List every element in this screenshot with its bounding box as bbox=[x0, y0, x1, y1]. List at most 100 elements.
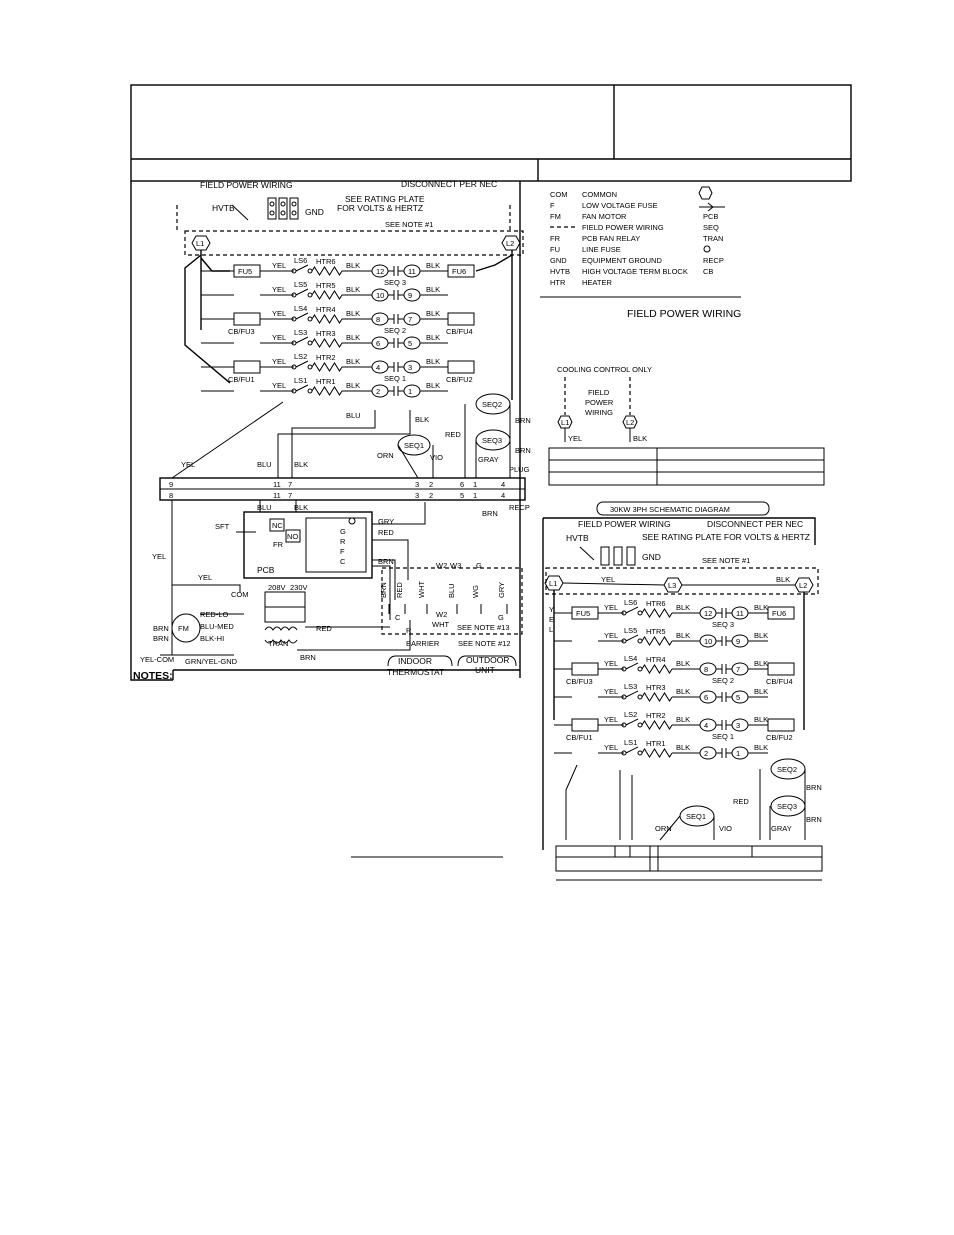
tran-label: TRAN bbox=[268, 639, 288, 648]
right-l2-blk: BLK bbox=[776, 575, 790, 584]
left-seq-terminal: 10 bbox=[376, 291, 384, 300]
outdoor-label-1: OUTDOOR bbox=[466, 655, 509, 665]
g-top-label: G bbox=[476, 561, 482, 570]
left-seq-terminal: 5 bbox=[408, 339, 412, 348]
left-seq-terminal: 11 bbox=[408, 267, 416, 276]
right-disconnect-label: DISCONNECT PER NEC bbox=[707, 519, 803, 529]
svg-text:SEQ1: SEQ1 bbox=[686, 812, 706, 821]
right-fuse-left: CB/FU3 bbox=[566, 677, 593, 686]
blk-hi-label: BLK-HI bbox=[200, 634, 224, 643]
left-row-blk-right: BLK bbox=[426, 309, 440, 318]
legend-desc: HIGH VOLTAGE TERM BLOCK bbox=[582, 267, 688, 276]
right-seq-terminal: 9 bbox=[736, 637, 740, 646]
right-heater-label: HTR2 bbox=[646, 711, 666, 720]
recp-pin-bottom: 5 bbox=[460, 491, 464, 500]
l2-terminal bbox=[501, 235, 521, 251]
cooling-table bbox=[548, 447, 825, 486]
recp-blk-label: BLK bbox=[294, 503, 308, 512]
therm-wire-brn: BRN bbox=[379, 582, 388, 598]
right-fuse-right: CB/FU2 bbox=[766, 733, 793, 742]
right-row-yel: YEL bbox=[604, 687, 618, 696]
wire-brn-seq3: BRN bbox=[515, 446, 531, 455]
left-row-yel: YEL bbox=[272, 381, 286, 390]
right-seq-terminal: 1 bbox=[736, 749, 740, 758]
l2-label: L2 bbox=[506, 239, 514, 248]
left-seq-terminal: 1 bbox=[408, 387, 412, 396]
right-fuse-right: CB/FU4 bbox=[766, 677, 793, 686]
indoor-label-2: THERMOSTAT bbox=[387, 667, 444, 677]
pcb-brn-label: BRN bbox=[378, 557, 394, 566]
left-row-blk: BLK bbox=[346, 381, 360, 390]
legend-desc: PCB FAN RELAY bbox=[582, 234, 640, 243]
right-title: 30KW 3PH SCHEMATIC DIAGRAM bbox=[610, 505, 730, 514]
tran-brn-label: BRN bbox=[300, 653, 316, 662]
left-row-yel: YEL bbox=[272, 285, 286, 294]
indoor-label-1: INDOOR bbox=[398, 656, 432, 666]
w2-top-label: W2 bbox=[436, 561, 447, 570]
right-row-yel: YEL bbox=[604, 659, 618, 668]
outdoor-label-2: UNIT bbox=[475, 665, 495, 675]
plug-pin-top: 6 bbox=[460, 480, 464, 489]
right-fuse-left: FU5 bbox=[576, 609, 590, 618]
left-row-blk-right: BLK bbox=[426, 261, 440, 270]
see-note-12-label: SEE NOTE #12 bbox=[458, 639, 511, 648]
side-letter-y: Y bbox=[549, 605, 554, 614]
right-seq-terminal: 6 bbox=[704, 693, 708, 702]
right-row-blk: BLK bbox=[676, 687, 690, 696]
right-see-note-1: SEE NOTE #1 bbox=[702, 556, 750, 565]
tran-red-label: RED bbox=[316, 624, 332, 633]
see-note-13-label: SEE NOTE #13 bbox=[457, 623, 510, 632]
right-seq-terminal: 2 bbox=[704, 749, 708, 758]
right-fpw-label: FIELD POWER WIRING bbox=[578, 519, 671, 529]
transformer: COM 208V 230V TRAN bbox=[231, 583, 308, 648]
right-row-yel: YEL bbox=[604, 603, 618, 612]
left-seq-label: SEQ 1 bbox=[384, 374, 406, 383]
side-letter-e: E bbox=[549, 615, 554, 624]
right-fuse-left: CB/FU1 bbox=[566, 733, 593, 742]
right-limit-switch-label: LS5 bbox=[624, 626, 637, 635]
left-limit-switch-label: LS3 bbox=[294, 328, 307, 337]
recp-brn-label: BRN bbox=[482, 509, 498, 518]
left-seq-label: SEQ 3 bbox=[384, 278, 406, 287]
right-seq-label: SEQ 1 bbox=[712, 732, 734, 741]
svg-text:SEQ3: SEQ3 bbox=[777, 802, 797, 811]
right-limit-switch-label: LS6 bbox=[624, 598, 637, 607]
fpw-label-3: WIRING bbox=[585, 408, 613, 417]
left-row-blk-right: BLK bbox=[426, 381, 440, 390]
left-heater-label: HTR3 bbox=[316, 329, 336, 338]
header-box bbox=[130, 84, 852, 182]
v230-label: 230V bbox=[290, 583, 308, 592]
right-hvtb-label: HVTB bbox=[566, 533, 589, 543]
right-l2-label: L2 bbox=[799, 581, 807, 590]
left-limit-switch-label: LS1 bbox=[294, 376, 307, 385]
right-heater-label: HTR4 bbox=[646, 655, 666, 664]
side-letter-l: L bbox=[549, 625, 553, 634]
recp-pin-bottom: 3 bbox=[415, 491, 419, 500]
left-seq-terminal: 6 bbox=[376, 339, 380, 348]
no-label: NO bbox=[287, 532, 298, 541]
left-heater-label: HTR2 bbox=[316, 353, 336, 362]
fan-motor: FM bbox=[171, 613, 201, 643]
right-limit-switch-label: LS3 bbox=[624, 682, 637, 691]
wire-brn-seq2: BRN bbox=[515, 416, 531, 425]
legend-desc: LINE FUSE bbox=[582, 245, 621, 254]
legend-abbr: COM bbox=[550, 190, 568, 199]
right-row-blk-right: BLK bbox=[754, 743, 768, 752]
yel-com-label: YEL-COM bbox=[140, 655, 174, 664]
left-seq-terminal: 2 bbox=[376, 387, 380, 396]
right-seq1-motor: SEQ1 bbox=[679, 805, 715, 827]
right-l3-label: L3 bbox=[668, 581, 676, 590]
hvtb-label: HVTB bbox=[212, 203, 235, 213]
plug-pin-top: 9 bbox=[169, 480, 173, 489]
legend-abbr: F bbox=[550, 201, 555, 210]
pcb-terminal-letter: C bbox=[340, 557, 346, 566]
legend-abbr: FM bbox=[550, 212, 561, 221]
